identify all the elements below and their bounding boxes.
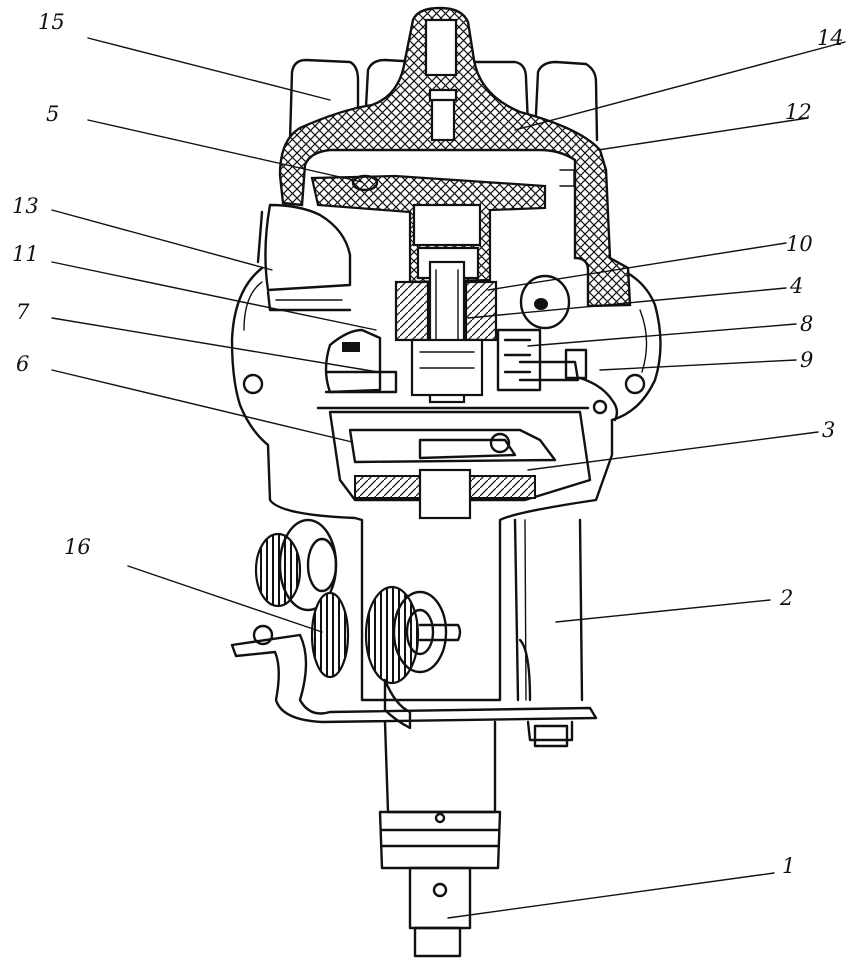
callout-5: 5: [46, 102, 60, 126]
callout-13: 13: [12, 194, 39, 218]
leader-12: [597, 117, 809, 151]
leader-lines: [51, 37, 846, 919]
callout-16: 16: [64, 535, 91, 559]
callout-15: 15: [38, 10, 65, 34]
shaft-assembly: [394, 260, 498, 404]
rotor: [310, 174, 547, 284]
callout-10: 10: [786, 232, 813, 256]
callout-4: 4: [790, 274, 804, 298]
cap-clip-left: [256, 203, 352, 312]
callout-11: 11: [12, 242, 39, 266]
housing-body: [230, 266, 662, 702]
leader-10: [487, 242, 787, 291]
leader-5: [87, 119, 363, 183]
drive-shaft: [378, 720, 502, 958]
callout-2: 2: [780, 586, 794, 610]
leader-3: [527, 431, 819, 471]
leader-16: [127, 565, 323, 633]
leader-11: [51, 261, 377, 331]
leader-1: [447, 872, 775, 919]
callout-8: 8: [800, 312, 814, 336]
leader-8: [527, 323, 797, 347]
callout-9: 9: [800, 348, 814, 372]
leader-15: [87, 37, 331, 101]
distributor-cap: [278, 6, 632, 308]
leader-13: [51, 209, 273, 271]
callout-1: 1: [782, 854, 796, 878]
body-tube: [513, 518, 584, 702]
mounting-bracket: [230, 624, 598, 748]
octane-corrector-gear: [254, 518, 462, 685]
breaker-plate: [316, 274, 619, 422]
callout-7: 7: [16, 300, 30, 324]
vacuum-advance-chamber: [328, 410, 592, 520]
callout-3: 3: [822, 418, 836, 442]
callout-12: 12: [785, 100, 812, 124]
leader-14: [514, 41, 846, 131]
leader-2: [555, 599, 771, 623]
callout-6: 6: [16, 352, 30, 376]
leader-6: [51, 369, 353, 443]
leader-9: [599, 359, 797, 371]
leader-4: [467, 287, 787, 319]
callout-14: 14: [817, 26, 844, 50]
leader-7: [51, 317, 379, 373]
